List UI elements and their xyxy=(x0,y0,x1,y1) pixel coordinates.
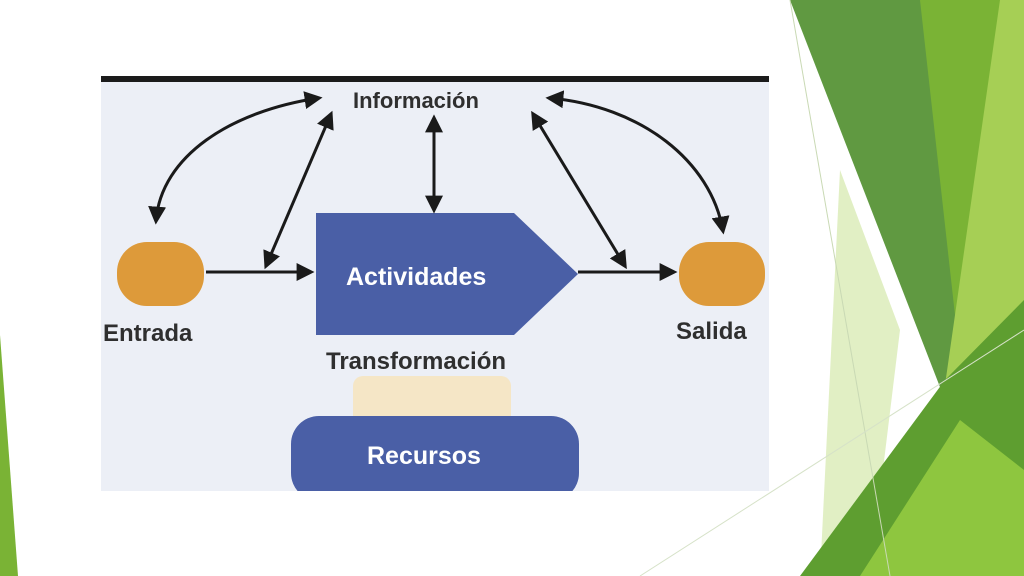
recursos-box xyxy=(291,416,579,491)
left-green-strip xyxy=(0,335,18,576)
actividades-shape xyxy=(316,213,578,335)
label-transformacion: Transformación xyxy=(326,348,507,375)
label-actividades: Actividades xyxy=(346,263,487,291)
arrow-informacion-input-flow xyxy=(263,110,334,270)
recursos-glow xyxy=(353,376,511,426)
label-entrada: Entrada xyxy=(103,320,193,347)
arrow-informacion-entrada xyxy=(148,91,323,225)
salida-node xyxy=(679,242,765,306)
decor-line xyxy=(789,0,891,576)
label-recursos: Recursos xyxy=(367,442,481,470)
process-diagram: Información Actividades Entrada Salida T… xyxy=(101,76,769,491)
diagram-graphics xyxy=(117,90,765,491)
right-green-facet-bottom-light xyxy=(860,420,1024,576)
label-informacion: Información xyxy=(353,88,479,113)
arrow-informacion-salida xyxy=(545,90,730,235)
entrada-node xyxy=(117,242,204,306)
decor-line xyxy=(639,329,1024,576)
right-green-facet-dark xyxy=(790,0,965,400)
diagram-top-bar xyxy=(101,76,769,82)
arrow-informacion-output-flow xyxy=(531,110,627,270)
label-salida: Salida xyxy=(676,318,747,345)
